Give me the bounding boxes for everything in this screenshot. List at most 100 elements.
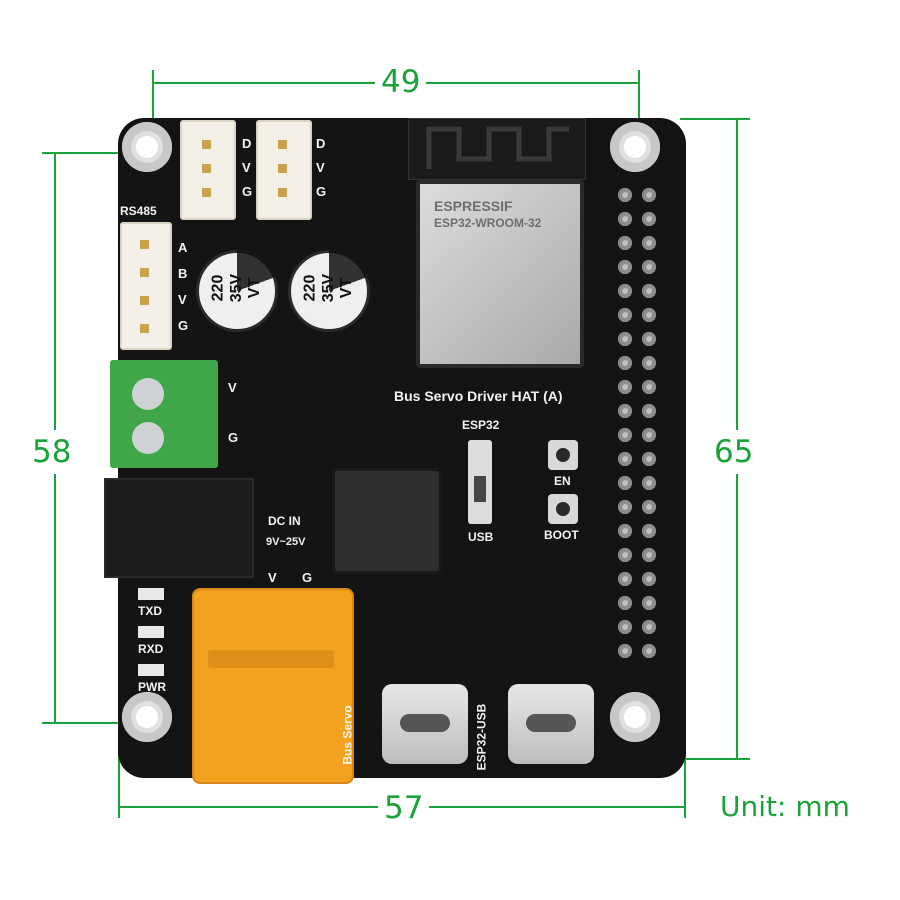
gpio-pin: [642, 620, 656, 634]
esp32-antenna: [408, 118, 586, 180]
module-name: ESP32-WROOM-32: [434, 216, 542, 230]
led-txd: [138, 588, 164, 600]
right-dimension-tick-top: [680, 118, 750, 120]
voltage-range-label: 9V~25V: [266, 536, 306, 548]
gpio-pin: [642, 380, 656, 394]
gpio-pin: [642, 284, 656, 298]
left-dimension-label: 58: [32, 430, 72, 474]
right-dimension-label: 65: [714, 430, 754, 474]
gpio-pin: [642, 524, 656, 538]
gpio-pin: [618, 236, 632, 250]
terminal-pin-v: V: [228, 380, 237, 395]
mounting-hole-top-left: [122, 122, 172, 172]
boot-button[interactable]: [548, 494, 578, 524]
gpio-pin: [618, 452, 632, 466]
gpio-pin: [618, 428, 632, 442]
usb-c-esp32[interactable]: [508, 684, 594, 764]
module-brand: ESPRESSIF: [434, 198, 513, 214]
gpio-pin: [618, 572, 632, 586]
gpio-pin: [642, 428, 656, 442]
mode-switch[interactable]: [468, 440, 492, 524]
gpio-pin: [642, 596, 656, 610]
gpio-pin: [618, 332, 632, 346]
led-label-txd: TXD: [138, 604, 162, 618]
gpio-pin: [642, 188, 656, 202]
top-dimension-label: 49: [375, 64, 427, 100]
servo1-pin-v: V: [242, 160, 251, 175]
gpio-pin: [642, 308, 656, 322]
bottom-dimension-label: 57: [378, 790, 430, 826]
boot-label: BOOT: [544, 528, 579, 542]
switch-label-usb: USB: [468, 530, 494, 544]
rs485-pin-a: A: [178, 240, 188, 255]
led-rxd: [138, 626, 164, 638]
capacitor-2: 220 35V VT: [288, 250, 370, 332]
left-dimension-tick-top: [42, 152, 122, 154]
esp32-module: ESPRESSIF ESP32-WROOM-32: [416, 180, 584, 368]
gpio-pin: [618, 596, 632, 610]
xt60-pin-g: G: [302, 570, 313, 585]
servo1-pin-g: G: [242, 184, 253, 199]
bottom-dimension-tick-left: [118, 740, 120, 818]
servo-connector-2: [256, 120, 312, 220]
bottom-dimension-tick-right: [684, 740, 686, 818]
servo1-pin-d: D: [242, 136, 252, 151]
left-dimension-tick-bottom: [42, 722, 122, 724]
rs485-label: RS485: [120, 204, 157, 218]
mounting-hole-bottom-left: [122, 692, 172, 742]
gpio-pin: [642, 404, 656, 418]
gpio-pin: [642, 644, 656, 658]
gpio-pin: [642, 236, 656, 250]
inductor: [332, 468, 442, 574]
servo2-pin-v: V: [316, 160, 325, 175]
gpio-pin: [642, 548, 656, 562]
en-button[interactable]: [548, 440, 578, 470]
led-pwr: [138, 664, 164, 676]
pcb-board: D V G D V G RS485 A B V G 220 35V VT 220…: [104, 118, 686, 784]
gpio-pin: [618, 212, 632, 226]
dc-in-label: DC IN: [268, 514, 301, 528]
switch-label-esp32: ESP32: [462, 418, 500, 432]
terminal-pin-g: G: [228, 430, 239, 445]
dc-jack: [104, 478, 254, 578]
board-title: Bus Servo Driver HAT (A): [394, 388, 563, 404]
gpio-pin: [642, 500, 656, 514]
gpio-pin: [618, 404, 632, 418]
servo2-pin-g: G: [316, 184, 327, 199]
rs485-connector: [120, 222, 172, 350]
capacitor-1: 220 35V VT: [196, 250, 278, 332]
gpio-pin: [618, 548, 632, 562]
gpio-pin: [642, 356, 656, 370]
gpio-pin: [618, 380, 632, 394]
led-label-rxd: RXD: [138, 642, 164, 656]
gpio-pin: [642, 332, 656, 346]
gpio-pin: [618, 356, 632, 370]
gpio-pin: [618, 500, 632, 514]
usb-label-bus-servo: Bus Servo: [340, 705, 355, 765]
gpio-header: [618, 188, 664, 688]
unit-label: Unit: mm: [720, 790, 850, 823]
gpio-pin: [618, 644, 632, 658]
usb-c-bus-servo[interactable]: [382, 684, 468, 764]
right-dimension-tick-bottom: [680, 758, 750, 760]
gpio-pin: [642, 572, 656, 586]
gpio-pin: [642, 476, 656, 490]
rs485-pin-g: G: [178, 318, 189, 333]
gpio-pin: [618, 308, 632, 322]
screw-terminal: [110, 360, 218, 468]
gpio-pin: [618, 476, 632, 490]
rs485-pin-v: V: [178, 292, 187, 307]
gpio-pin: [618, 620, 632, 634]
gpio-pin: [618, 260, 632, 274]
gpio-pin: [618, 188, 632, 202]
led-label-pwr: PWR: [138, 680, 166, 694]
gpio-pin: [618, 524, 632, 538]
gpio-pin: [618, 284, 632, 298]
xt60-connector: [192, 588, 354, 784]
en-label: EN: [554, 474, 571, 488]
gpio-pin: [642, 452, 656, 466]
top-dimension-tick-right: [638, 70, 640, 118]
gpio-pin: [642, 212, 656, 226]
servo2-pin-d: D: [316, 136, 326, 151]
mounting-hole-top-right: [610, 122, 660, 172]
